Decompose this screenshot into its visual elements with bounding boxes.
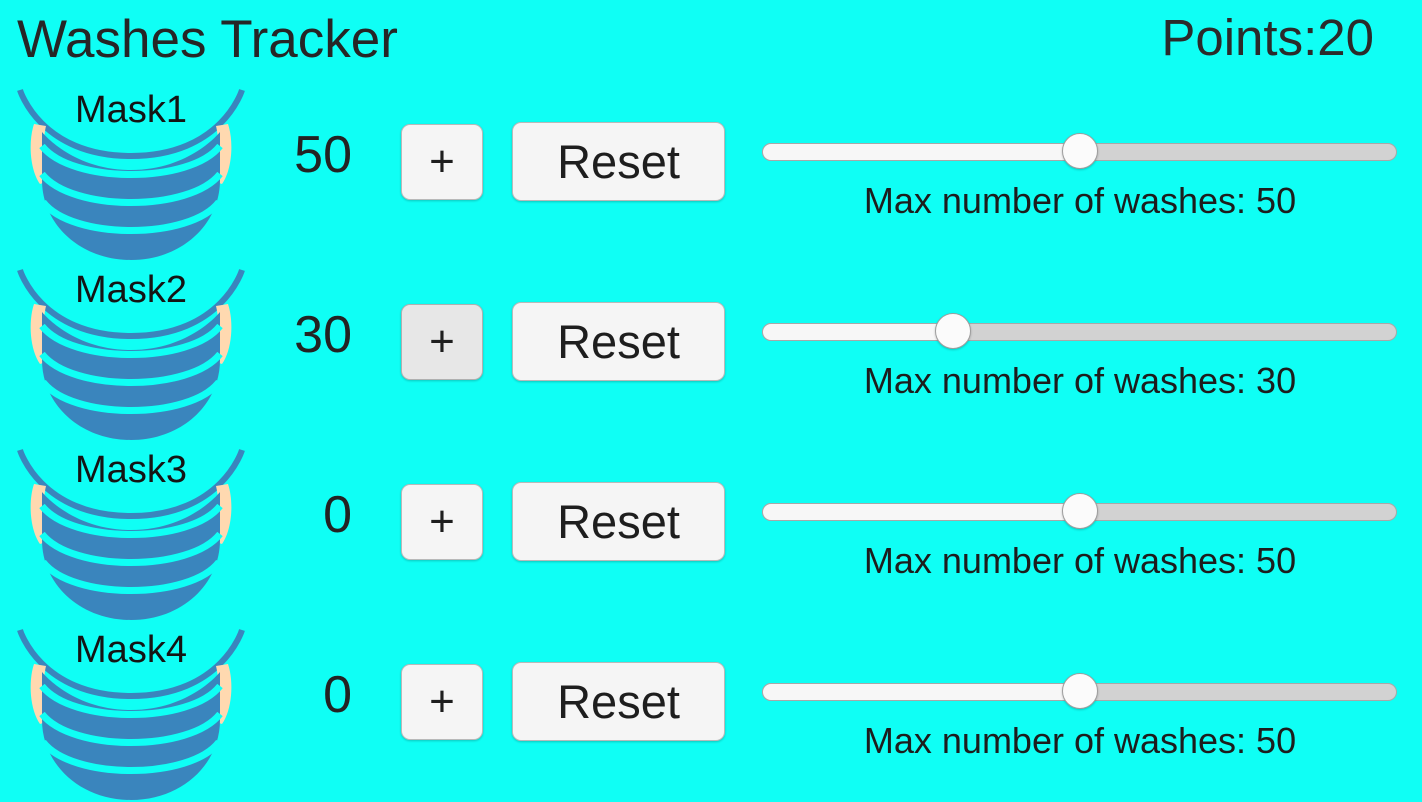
app-header: Washes Tracker Points:20 [0,0,1422,82]
reset-button[interactable]: Reset [512,302,725,381]
reset-button[interactable]: Reset [512,662,725,741]
increment-button[interactable]: + [401,124,483,200]
increment-button[interactable]: + [401,664,483,740]
slider-thumb[interactable] [935,313,971,349]
mask-row: Mask1 50 + Reset Max number of washes: 5… [0,82,1422,262]
slider-fill [762,143,1080,161]
slider-thumb[interactable] [1062,133,1098,169]
max-washes-slider-group: Max number of washes: 50 [760,82,1400,262]
max-washes-slider-group: Max number of washes: 50 [760,442,1400,622]
mask-row: Mask4 0 + Reset Max number of washes: 50 [0,622,1422,802]
face-mask-icon: Mask4 [12,624,250,802]
slider-fill [762,503,1080,521]
increment-button[interactable]: + [401,484,483,560]
slider-caption: Max number of washes: 30 [863,360,1297,401]
max-washes-slider-group: Max number of washes: 50 [760,622,1400,802]
wash-count: 30 [294,306,352,364]
mask-row: Mask2 30 + Reset Max number of washes: 3… [0,262,1422,442]
slider-thumb[interactable] [1062,493,1098,529]
mask-row: Mask3 0 + Reset Max number of washes: 50 [0,442,1422,622]
slider-caption: Max number of washes: 50 [863,180,1297,221]
max-washes-slider[interactable] [762,493,1397,529]
points-counter: Points:20 [1161,9,1374,66]
slider-thumb[interactable] [1062,673,1098,709]
face-mask-icon: Mask3 [12,444,250,622]
max-washes-slider-group: Max number of washes: 30 [760,262,1400,442]
max-washes-slider[interactable] [762,133,1397,169]
face-mask-icon: Mask2 [12,264,250,442]
slider-caption: Max number of washes: 50 [863,720,1297,761]
reset-button[interactable]: Reset [512,482,725,561]
face-mask-icon: Mask1 [12,84,250,262]
slider-caption: Max number of washes: 50 [863,540,1297,581]
wash-count: 50 [294,126,352,184]
wash-count: 0 [323,666,352,724]
slider-fill [762,323,953,341]
increment-button[interactable]: + [401,304,483,380]
slider-fill [762,683,1080,701]
max-washes-slider[interactable] [762,673,1397,709]
page-title: Washes Tracker [17,10,398,69]
max-washes-slider[interactable] [762,313,1397,349]
reset-button[interactable]: Reset [512,122,725,201]
wash-count: 0 [323,486,352,544]
